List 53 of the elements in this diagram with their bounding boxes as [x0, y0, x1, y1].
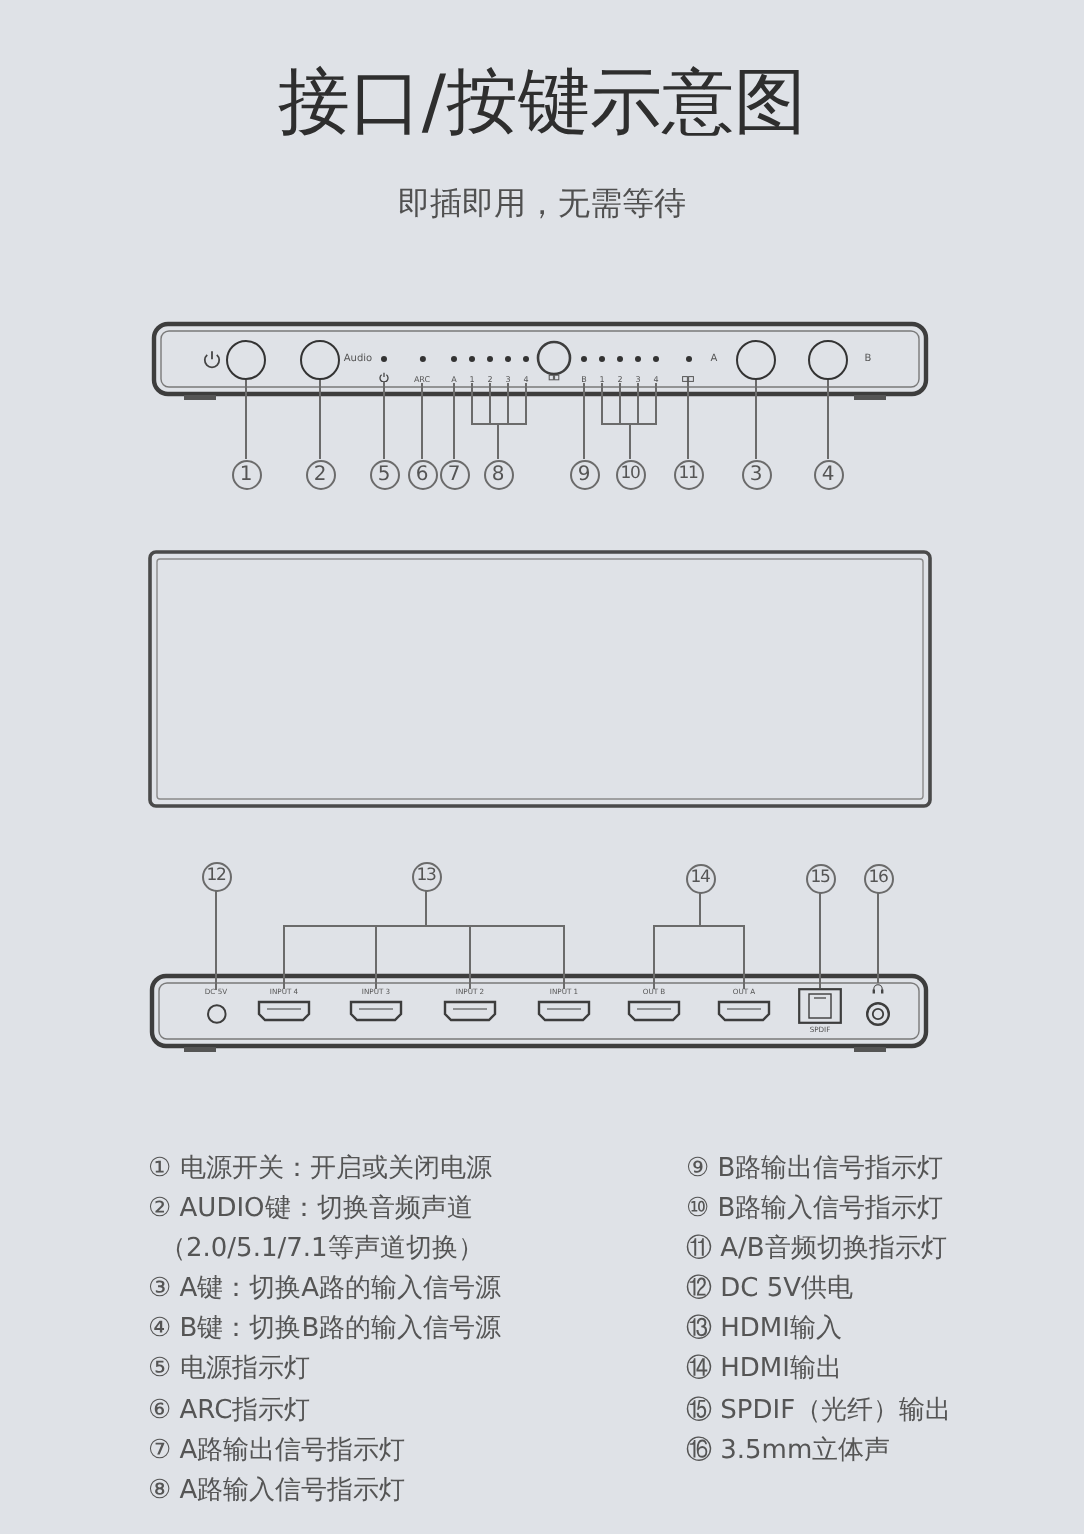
leader-line: [629, 382, 657, 460]
leader-line: [877, 892, 879, 984]
callout-number: 1: [231, 459, 261, 489]
callout-number: 9: [569, 459, 599, 489]
leader-line: [819, 892, 821, 989]
leader-line: [453, 382, 455, 460]
callout-description: ⑩ B路输入信号指示灯: [686, 1192, 944, 1229]
leader-line: [497, 382, 527, 460]
callout-number: 13: [411, 861, 441, 891]
leader-line: [421, 382, 423, 460]
callout-description: ⑤ 电源指示灯: [148, 1352, 310, 1389]
leader-line: [755, 379, 757, 460]
callout-number: 11: [673, 459, 703, 489]
callout-description: ⑭ HDMI输出: [686, 1352, 842, 1389]
callout-number: 3: [741, 459, 771, 489]
callout-description: ⑦ A路输出信号指示灯: [148, 1433, 406, 1470]
leader-line: [827, 379, 829, 460]
leader-line: [687, 380, 689, 460]
title: 接口/按键示意图: [277, 60, 807, 148]
leader-line: [583, 382, 585, 460]
callout-number: 6: [407, 459, 437, 489]
callout-description: ④ B键：切换B路的输入信号源: [148, 1312, 502, 1349]
callout-description: ⑫ DC 5V供电: [686, 1272, 854, 1309]
push-button: [300, 340, 340, 380]
callout-number: 14: [685, 863, 715, 893]
callout-number: 4: [813, 459, 843, 489]
callout-description: ② AUDIO键：切换音频声道（2.0/5.1/7.1等声道切换）: [148, 1192, 486, 1269]
callout-description: ⑬ HDMI输入: [686, 1312, 842, 1349]
push-button: [808, 340, 848, 380]
callout-description: ③ A键：切换A路的输入信号源: [148, 1272, 502, 1309]
leader-line: [383, 381, 385, 460]
callout-description: ⑪ A/B音频切换指示灯: [686, 1232, 947, 1269]
leader-line: [245, 379, 247, 460]
callout-description: ⑥ ARC指示灯: [148, 1393, 311, 1430]
callout-description: ① 电源开关：开启或关闭电源: [148, 1152, 492, 1188]
callout-description: ⑧ A路输入信号指示灯: [148, 1473, 406, 1510]
callout-number: 10: [615, 459, 645, 489]
callout-description: ⑯ 3.5mm立体声: [686, 1433, 891, 1470]
callout-description: ⑮ SPDIF（光纤）输出: [686, 1393, 952, 1430]
subtitle: 即插即用，无需等待: [398, 188, 686, 220]
push-button: [226, 340, 266, 380]
callout-number: 12: [201, 861, 231, 891]
push-button: [736, 340, 776, 380]
leader-line: [319, 379, 321, 460]
callout-number: 8: [483, 459, 513, 489]
callout-number: 7: [439, 459, 469, 489]
leader-line: [699, 892, 745, 990]
callout-description: ⑨ B路输出信号指示灯: [686, 1152, 944, 1188]
leader-line: [215, 890, 217, 991]
callout-number: 2: [305, 459, 335, 489]
callout-number: 16: [863, 863, 893, 893]
callout-number: 5: [369, 459, 399, 489]
callout-number: 15: [805, 863, 835, 893]
